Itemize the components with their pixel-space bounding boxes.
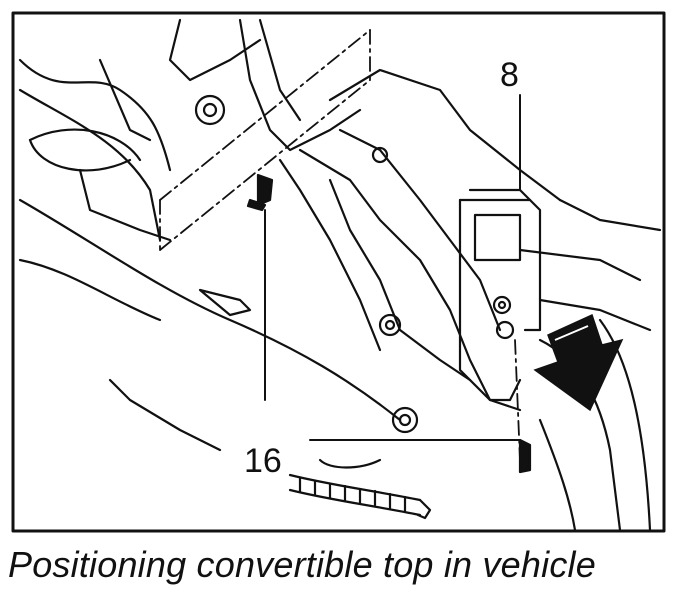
- figure-caption: Positioning convertible top in vehicle: [8, 544, 596, 585]
- leader-lines: [264, 94, 521, 441]
- cable-harness: [288, 458, 432, 520]
- callout-16: 16: [244, 442, 282, 480]
- down-arrow-icon: [533, 313, 624, 412]
- latch-bracket: [458, 188, 652, 402]
- diagram-frame: [11, 11, 666, 533]
- hinge-arm: [168, 18, 562, 434]
- body-panel-left: [18, 58, 402, 452]
- fastener-16: [246, 173, 532, 474]
- callout-8: 8: [500, 56, 519, 94]
